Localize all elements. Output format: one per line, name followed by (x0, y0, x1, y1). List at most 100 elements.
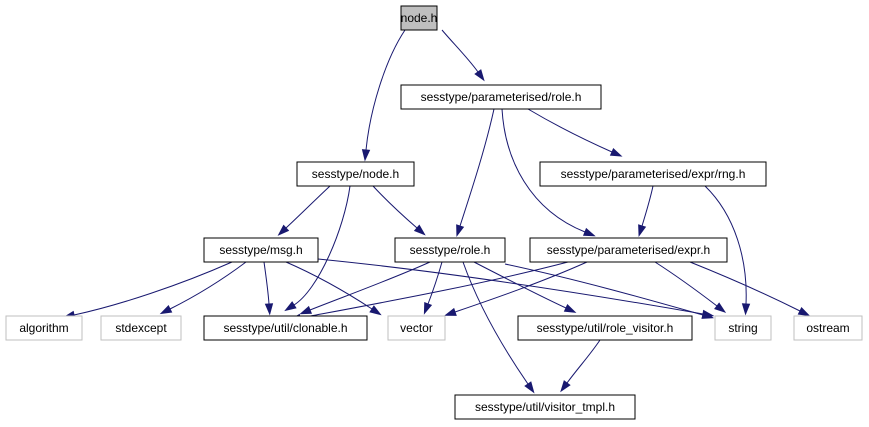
edge-line (473, 261, 567, 309)
node-algorithm-box (5, 315, 83, 341)
node-sess-node-label: sesstype/node.h (312, 167, 399, 181)
node-role-label: sesstype/role.h (410, 243, 491, 257)
arrowhead-icon (456, 224, 465, 237)
edge-role-to-role-visitor (473, 261, 577, 313)
node-string-box (714, 315, 772, 341)
node-visitor-tmpl-box (454, 394, 636, 420)
edge-expr-rng-to-param-expr (638, 185, 654, 238)
edge-param-expr-to-string (654, 261, 727, 313)
node-msg[interactable]: sesstype/msg.h (203, 237, 319, 263)
edge-line (365, 29, 406, 151)
node-expr-rng-box (539, 161, 767, 187)
arrowhead-icon (423, 302, 433, 315)
node-vector-box (387, 315, 446, 341)
edge-msg-to-stdexcept (159, 261, 247, 315)
edge-sess-node-to-msg (277, 185, 331, 236)
edge-role-to-visitor-tmpl (462, 261, 535, 394)
arrowhead-icon (284, 301, 297, 312)
arrowhead-icon (797, 307, 811, 317)
edge-role-visitor-to-visitor-tmpl (560, 339, 601, 393)
edge-sess-node-to-clonable (284, 185, 351, 312)
node-visitor-tmpl[interactable]: sesstype/util/visitor_tmpl.h (454, 394, 636, 420)
arrowhead-icon (609, 147, 623, 157)
node-param-expr[interactable]: sesstype/parameterised/expr.h (529, 237, 728, 263)
node-string-label: string (728, 321, 757, 335)
node-expr-rng-label: sesstype/parameterised/expr/rng.h (561, 167, 746, 181)
arrowhead-icon (714, 302, 727, 313)
node-visitor-tmpl-label: sesstype/util/visitor_tmpl.h (475, 400, 615, 414)
node-node-h-label: node.h (401, 11, 438, 25)
node-param-expr-label: sesstype/parameterised/expr.h (547, 243, 710, 257)
arrowhead-icon (264, 303, 274, 316)
node-param-role-label: sesstype/parameterised/role.h (421, 90, 582, 104)
edge-line (704, 185, 747, 305)
node-string[interactable]: string (714, 315, 772, 341)
arrowhead-icon (474, 69, 485, 82)
edge-line (285, 185, 331, 229)
edge-msg-to-algorithm (62, 261, 233, 320)
edge-line (285, 261, 373, 310)
node-msg-box (203, 237, 319, 263)
edge-line (263, 261, 270, 305)
edge-role-to-string (504, 263, 715, 319)
edge-line (459, 108, 495, 227)
edge-expr-rng-to-string (704, 185, 751, 316)
edge-msg-to-clonable (263, 261, 274, 316)
node-vector-label: vector (400, 321, 433, 335)
edge-node-h-to-param-role (441, 29, 485, 82)
node-role-box (394, 237, 506, 263)
node-ostream-box (793, 315, 863, 341)
edge-line (441, 29, 479, 73)
edge-role-to-clonable (299, 261, 431, 315)
arrowhead-icon (582, 227, 596, 237)
node-param-role-box (400, 84, 602, 110)
edge-node-h-to-sess-node (361, 29, 406, 162)
node-vector[interactable]: vector (387, 315, 446, 341)
node-role-visitor[interactable]: sesstype/util/role_visitor.h (517, 315, 693, 341)
edge-role-to-vector (423, 261, 443, 315)
edge-line (317, 258, 704, 315)
edge-line (454, 261, 588, 313)
node-node-h[interactable]: node.h (400, 5, 438, 31)
node-role-visitor-box (517, 315, 693, 341)
node-sess-node[interactable]: sesstype/node.h (296, 161, 415, 187)
node-clonable[interactable]: sesstype/util/clonable.h (203, 315, 368, 341)
edge-line (689, 261, 801, 312)
node-stdexcept-label: stdexcept (115, 321, 167, 335)
arrowhead-icon (563, 303, 577, 313)
edge-line (501, 108, 586, 233)
arrowhead-icon (638, 224, 647, 238)
edge-line (293, 185, 351, 306)
arrowhead-icon (413, 224, 426, 236)
edges-layer (62, 29, 811, 394)
node-msg-label: sesstype/msg.h (219, 243, 302, 257)
node-clonable-box (203, 315, 368, 341)
edge-sess-node-to-role (372, 185, 426, 236)
edge-line (641, 185, 654, 227)
arrowhead-icon (299, 305, 313, 315)
edge-line (654, 261, 718, 307)
edge-param-expr-to-vector (444, 261, 588, 316)
edge-line (299, 261, 569, 319)
arrowhead-icon (369, 305, 382, 316)
node-ostream-label: ostream (806, 321, 849, 335)
node-ostream[interactable]: ostream (793, 315, 863, 341)
node-stdexcept-box (100, 315, 182, 341)
node-algorithm[interactable]: algorithm (5, 315, 83, 341)
edge-param-role-to-role (456, 108, 495, 237)
arrowhead-icon (741, 303, 751, 316)
node-expr-rng[interactable]: sesstype/parameterised/expr/rng.h (539, 161, 767, 187)
edge-param-expr-to-ostream (689, 261, 811, 317)
node-role[interactable]: sesstype/role.h (394, 237, 506, 263)
edge-line (527, 108, 613, 153)
edge-line (566, 339, 601, 384)
arrowhead-icon (560, 380, 571, 393)
node-stdexcept[interactable]: stdexcept (100, 315, 182, 341)
node-param-role[interactable]: sesstype/parameterised/role.h (400, 84, 602, 110)
arrowhead-icon (524, 381, 535, 394)
edge-line (372, 185, 418, 229)
edge-line (73, 261, 233, 316)
nodes-layer: node.h sesstype/parameterised/role.h ses… (5, 5, 863, 420)
node-node-h-box (400, 5, 438, 31)
